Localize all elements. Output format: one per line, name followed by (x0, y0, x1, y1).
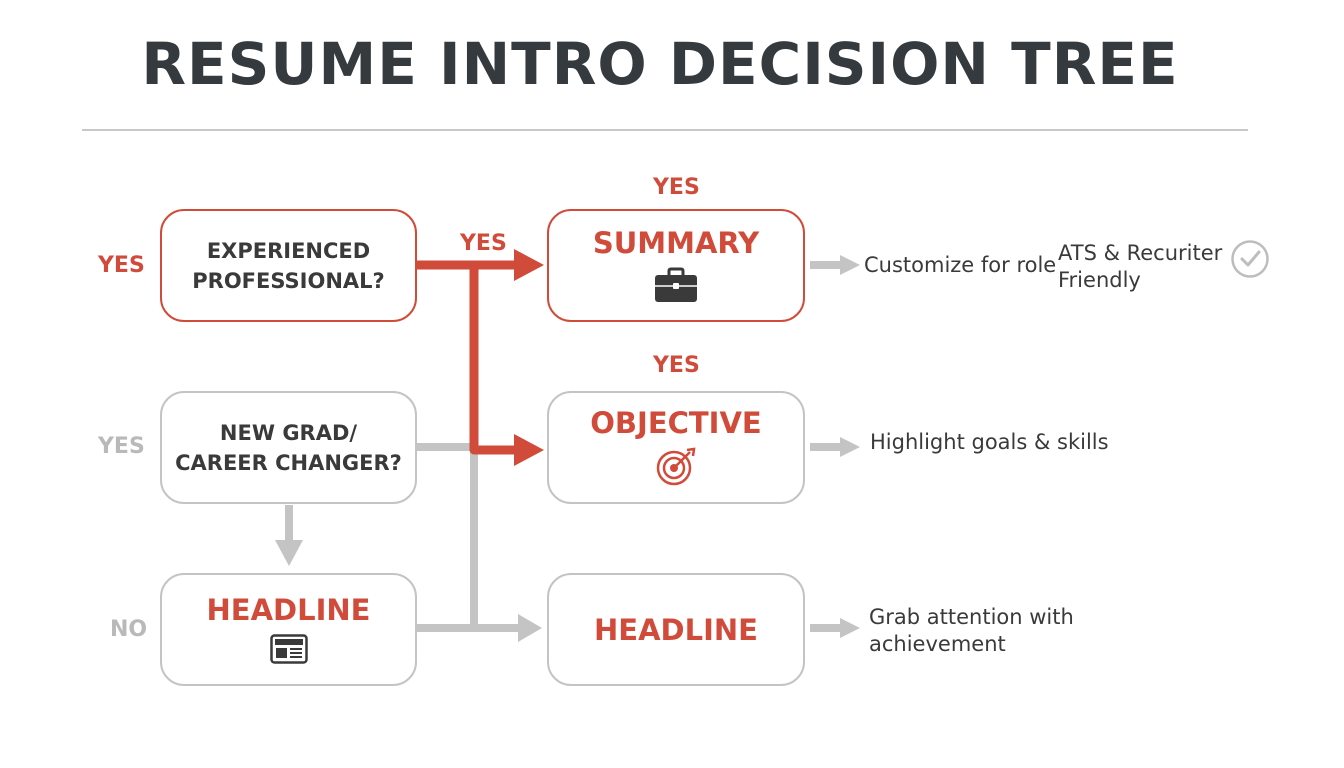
newgrad-side-label: YES (98, 434, 145, 459)
arrow-to-headline-outcome (518, 614, 542, 642)
summary-outcome-box: SUMMARY (547, 209, 805, 322)
experienced-decision-box: EXPERIENCED PROFESSIONAL? (160, 209, 417, 322)
headline-note-line2: achievement (869, 632, 1006, 656)
arrow-down-to-headline (275, 540, 303, 566)
arrow-to-summary-note (840, 255, 860, 275)
ats-note-line1: ATS & Recuriter (1058, 241, 1223, 265)
headline-note: Grab attention with achievement (869, 604, 1074, 658)
objective-top-label: YES (653, 353, 700, 378)
newgrad-line1: NEW GRAD/ (219, 420, 358, 445)
branch-yes-label: YES (460, 231, 507, 256)
objective-outcome-box: OBJECTIVE (547, 391, 805, 504)
newgrad-decision-box: NEW GRAD/ CAREER CHANGER? (160, 391, 417, 504)
newgrad-line2: CAREER CHANGER? (175, 450, 402, 475)
ats-note: ATS & Recuriter Friendly (1058, 240, 1222, 294)
arrow-to-summary (514, 249, 544, 281)
newspaper-icon (269, 633, 308, 668)
experienced-line2: PROFESSIONAL? (192, 268, 385, 293)
headline-outcome-label: HEADLINE (594, 612, 758, 647)
objective-note: Highlight goals & skills (870, 430, 1109, 454)
summary-label: SUMMARY (592, 225, 760, 260)
red-trunk-to-objective (469, 265, 520, 455)
headline-outcome-box: HEADLINE (547, 573, 805, 686)
headline-start-side-label: NO (110, 617, 148, 642)
page-title: RESUME INTRO DECISION TREE (141, 30, 1179, 98)
gray-connectors (285, 261, 842, 632)
summary-note: Customize for role (864, 253, 1057, 277)
headline-start-label: HEADLINE (206, 592, 371, 627)
experienced-side-label: YES (98, 253, 145, 278)
summary-top-label: YES (653, 175, 700, 200)
check-circle-icon (1230, 239, 1270, 283)
objective-label: OBJECTIVE (590, 405, 762, 440)
gray-arrowheads (275, 255, 860, 642)
red-arrowheads (514, 249, 544, 466)
target-icon (654, 447, 698, 491)
red-connectors (417, 260, 520, 455)
ats-note-line2: Friendly (1058, 268, 1141, 292)
title-divider (82, 129, 1248, 131)
arrow-to-objective-note (840, 437, 860, 457)
briefcase-icon (654, 267, 698, 307)
arrow-to-headline-note (840, 618, 860, 638)
experienced-line1: EXPERIENCED (206, 238, 371, 263)
headline-start-box: HEADLINE (160, 573, 417, 686)
arrow-to-objective (514, 434, 544, 466)
headline-note-line1: Grab attention with (869, 605, 1074, 629)
